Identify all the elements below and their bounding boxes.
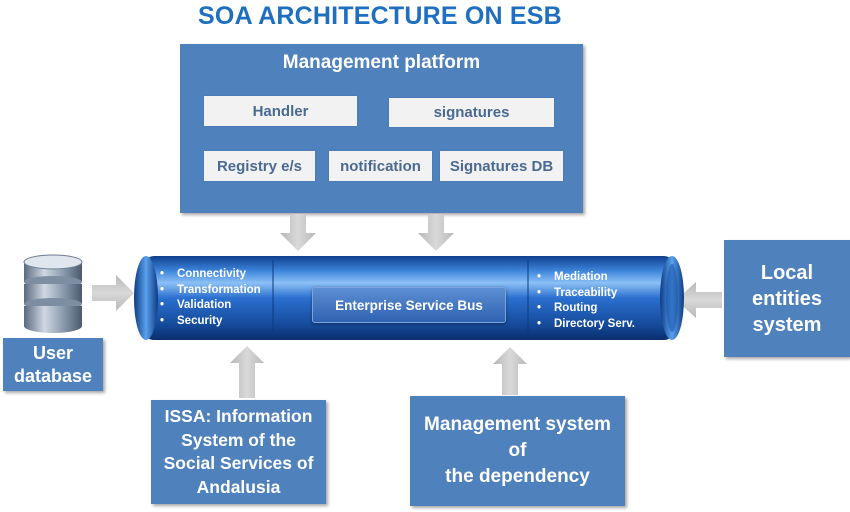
down-arrow-left-icon (280, 214, 316, 251)
feature-mediation: Mediation (537, 270, 635, 286)
left-arrow-local-icon (676, 282, 722, 318)
local-entities-line1: Local (760, 261, 814, 284)
right-arrow-database-icon (92, 275, 134, 311)
user-database-box: User database (3, 338, 103, 391)
signatures-chip: signatures (389, 98, 554, 127)
esb-right-features: Mediation Traceability Routing Directory… (537, 270, 635, 332)
down-arrow-right-icon (418, 214, 454, 251)
issa-line2: System of the (181, 429, 296, 450)
esb-label: Enterprise Service Bus (312, 287, 506, 323)
local-entities-line3: system (752, 313, 822, 336)
esb-left-features: Connectivity Transformation Validation S… (160, 267, 261, 329)
issa-line1: ISSA: Information (164, 406, 313, 426)
issa-box: ISSA: Information System of the Social S… (151, 400, 326, 504)
feature-validation: Validation (160, 298, 261, 314)
management-platform-title: Management platform (282, 52, 481, 73)
feature-transformation: Transformation (160, 283, 261, 299)
feature-security: Security (160, 314, 261, 330)
up-arrow-dependency-icon (493, 347, 527, 395)
up-arrow-issa-icon (230, 346, 264, 398)
notification-chip: notification (329, 151, 432, 181)
signatures-db-chip: Signatures DB (440, 151, 563, 181)
issa-line4: Andalusia (196, 476, 281, 497)
local-entities-box: Local entities system (724, 240, 850, 357)
registry-chip: Registry e/s (204, 151, 315, 181)
user-database-line2: database (13, 365, 93, 386)
local-entities-line2: entities (751, 287, 823, 310)
dependency-line2: of (508, 440, 527, 461)
feature-routing: Routing (537, 301, 635, 317)
management-platform-box: Management platform Handler signatures R… (180, 44, 583, 213)
diagram-title: SOA ARCHITECTURE ON ESB (198, 2, 562, 30)
issa-line3: Social Services of (163, 453, 314, 473)
handler-chip: Handler (204, 96, 357, 126)
feature-directory: Directory Serv. (537, 317, 635, 333)
feature-connectivity: Connectivity (160, 267, 261, 283)
dependency-system-box: Management system of the dependency (410, 396, 625, 506)
dependency-line3: the dependency (445, 466, 590, 487)
database-icon (23, 254, 83, 333)
dependency-line1: Management system (424, 414, 611, 435)
user-database-line1: User (32, 342, 74, 363)
feature-traceability: Traceability (537, 286, 635, 302)
